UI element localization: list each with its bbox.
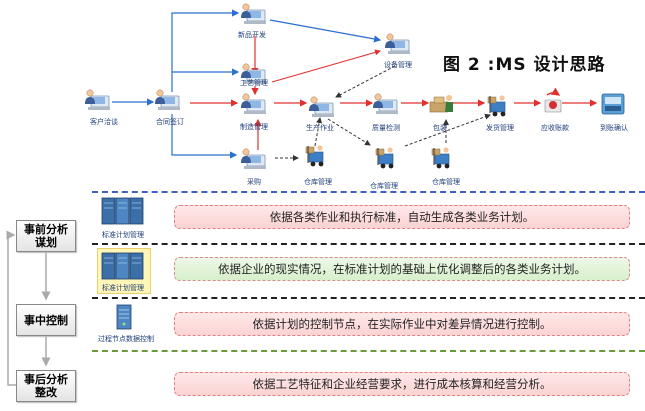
server-rack-icon <box>101 197 144 225</box>
node-label-customer: 客户洽谈 <box>90 118 118 126</box>
band-cost-analysis: 依据工艺特征和企业经营要求，进行成本核算和经营分析。 <box>174 372 630 396</box>
node-label-purchase: 采购 <box>247 178 261 186</box>
band-optimized-plan: 依据企业的现实情况，在标准计划的基础上优化调整后的各类业务计划。 <box>174 257 630 281</box>
separator-black-1 <box>92 243 645 245</box>
node-label-receivable: 应收账款 <box>541 124 569 132</box>
server-rack-icon <box>101 252 144 280</box>
band-text: 依据计划的控制节点，在实际作业中对差异情况进行控制。 <box>252 317 552 331</box>
process-flow-diagram <box>84 3 625 170</box>
reconcile-icon <box>601 93 625 115</box>
edge-equipment-production <box>335 65 396 98</box>
phase-in-control: 事中控制 <box>16 304 76 336</box>
phase-label: 事后分析 整改 <box>24 373 68 399</box>
node-label-warehouse-3: 仓库管理 <box>432 178 460 186</box>
node-label-production: 生产作业 <box>306 124 334 132</box>
manufacturing-icon <box>240 93 267 115</box>
phase-post-analysis: 事后分析 整改 <box>16 370 76 402</box>
purchase-icon <box>240 148 267 170</box>
band-text: 依据工艺特征和企业经营要求，进行成本核算和经营分析。 <box>252 377 552 391</box>
node-label-warehouse-1: 仓库管理 <box>304 178 332 186</box>
node-label-reconcile: 到账确认 <box>600 124 628 132</box>
contract-icon <box>154 89 181 111</box>
node-label-warehouse-2: 仓库管理 <box>370 182 398 190</box>
node-label-manufacturing: 制造管理 <box>240 123 268 131</box>
warehouse-1-icon <box>305 144 324 167</box>
customer-icon <box>84 89 111 111</box>
phase-label: 事中控制 <box>24 313 68 327</box>
edge-contract-newproduct <box>171 9 240 92</box>
new-product-icon <box>240 3 267 25</box>
band-icon-label: 标准计划管理 <box>102 231 144 239</box>
node-label-new-product: 新品开发 <box>238 31 266 39</box>
edge-production-warehouse2 <box>327 118 371 146</box>
phase-connectors <box>6 230 51 386</box>
edge-warehouse2-shipping <box>404 113 491 147</box>
node-label-equipment: 设备管理 <box>384 61 412 69</box>
node-label-shipping: 发货管理 <box>486 124 514 132</box>
packaging-icon <box>429 94 454 113</box>
band-text: 依据各类作业和执行标准，自动生成各类业务计划。 <box>269 210 535 224</box>
band-icon-label: 标准计划管理 <box>102 284 144 292</box>
figure-title: 图 2 :MS 设计思路 <box>443 55 606 75</box>
warehouse-2-icon <box>375 146 394 169</box>
warehouse-3-icon <box>431 146 450 169</box>
band-text: 依据企业的现实情况，在标准计划的基础上优化调整后的各类业务计划。 <box>218 262 586 276</box>
node-label-craft: 工艺管理 <box>240 79 268 87</box>
node-label-packaging: 包装 <box>433 124 447 132</box>
edge-newproduct-equipment <box>269 19 382 43</box>
band-standard-plan: 依据各类作业和执行标准，自动生成各类业务计划。 <box>174 205 630 229</box>
quality-icon <box>372 93 399 115</box>
band-process-control: 依据计划的控制节点，在实际作业中对差异情况进行控制。 <box>174 312 630 336</box>
node-label-quality: 质量检测 <box>372 124 400 132</box>
equipment-icon <box>384 33 411 55</box>
server-node-icon <box>116 304 132 330</box>
separator-black-2 <box>92 297 645 299</box>
separator-green <box>92 350 645 352</box>
receivable-icon <box>544 87 562 113</box>
node-label-contract: 合同签订 <box>156 118 184 126</box>
phase-pre-analysis: 事前分析 谋划 <box>16 220 76 252</box>
edge-craft-equipment <box>271 49 381 83</box>
phase-label: 事前分析 谋划 <box>24 223 68 249</box>
separator-blue <box>92 191 645 193</box>
edge-contract-purchase <box>171 114 238 159</box>
production-icon <box>308 96 335 118</box>
shipping-icon <box>487 94 506 117</box>
band-icon-label: 过程节点数据控制 <box>98 335 154 343</box>
